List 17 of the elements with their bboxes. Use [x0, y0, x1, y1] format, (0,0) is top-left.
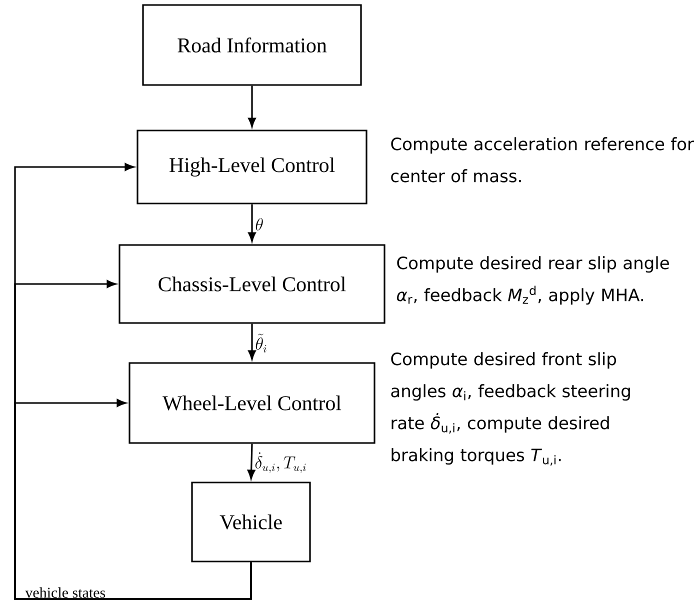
- process-box: Chassis-Level Control: [118, 244, 386, 324]
- process-box: High-Level Control: [136, 130, 368, 204]
- arrow: [247, 444, 256, 480]
- process-box: Wheel-Level Control: [128, 362, 376, 444]
- arrow: [248, 204, 256, 242]
- description-text: Compute desired front slip angles α$_{i}$, feedback steering rate δ̇$_{u,i}$, compute desired braking torques T$_{u,i}$.: [391, 352, 630, 466]
- process-box: Road Information: [142, 4, 362, 86]
- edge-label: $\dot{\delta}_{u,i}, T_{u,i}$: [255, 452, 306, 474]
- process-box: Vehicle: [191, 482, 311, 562]
- arrow: [248, 324, 256, 360]
- edge-label: vehicle states: [25, 587, 106, 598]
- description-text: Compute acceleration reference for center of mass.: [391, 137, 694, 182]
- edge-label: $\tilde{\theta}_i$: [256, 334, 266, 352]
- description-text: Compute desired rear slip angle α$_{r}$, feedback M$_{z}$$^{d}$, apply MHA.: [396, 256, 669, 305]
- edge-label: $\theta$: [256, 218, 263, 230]
- arrow: [14, 399, 252, 600]
- arrow: [248, 86, 256, 128]
